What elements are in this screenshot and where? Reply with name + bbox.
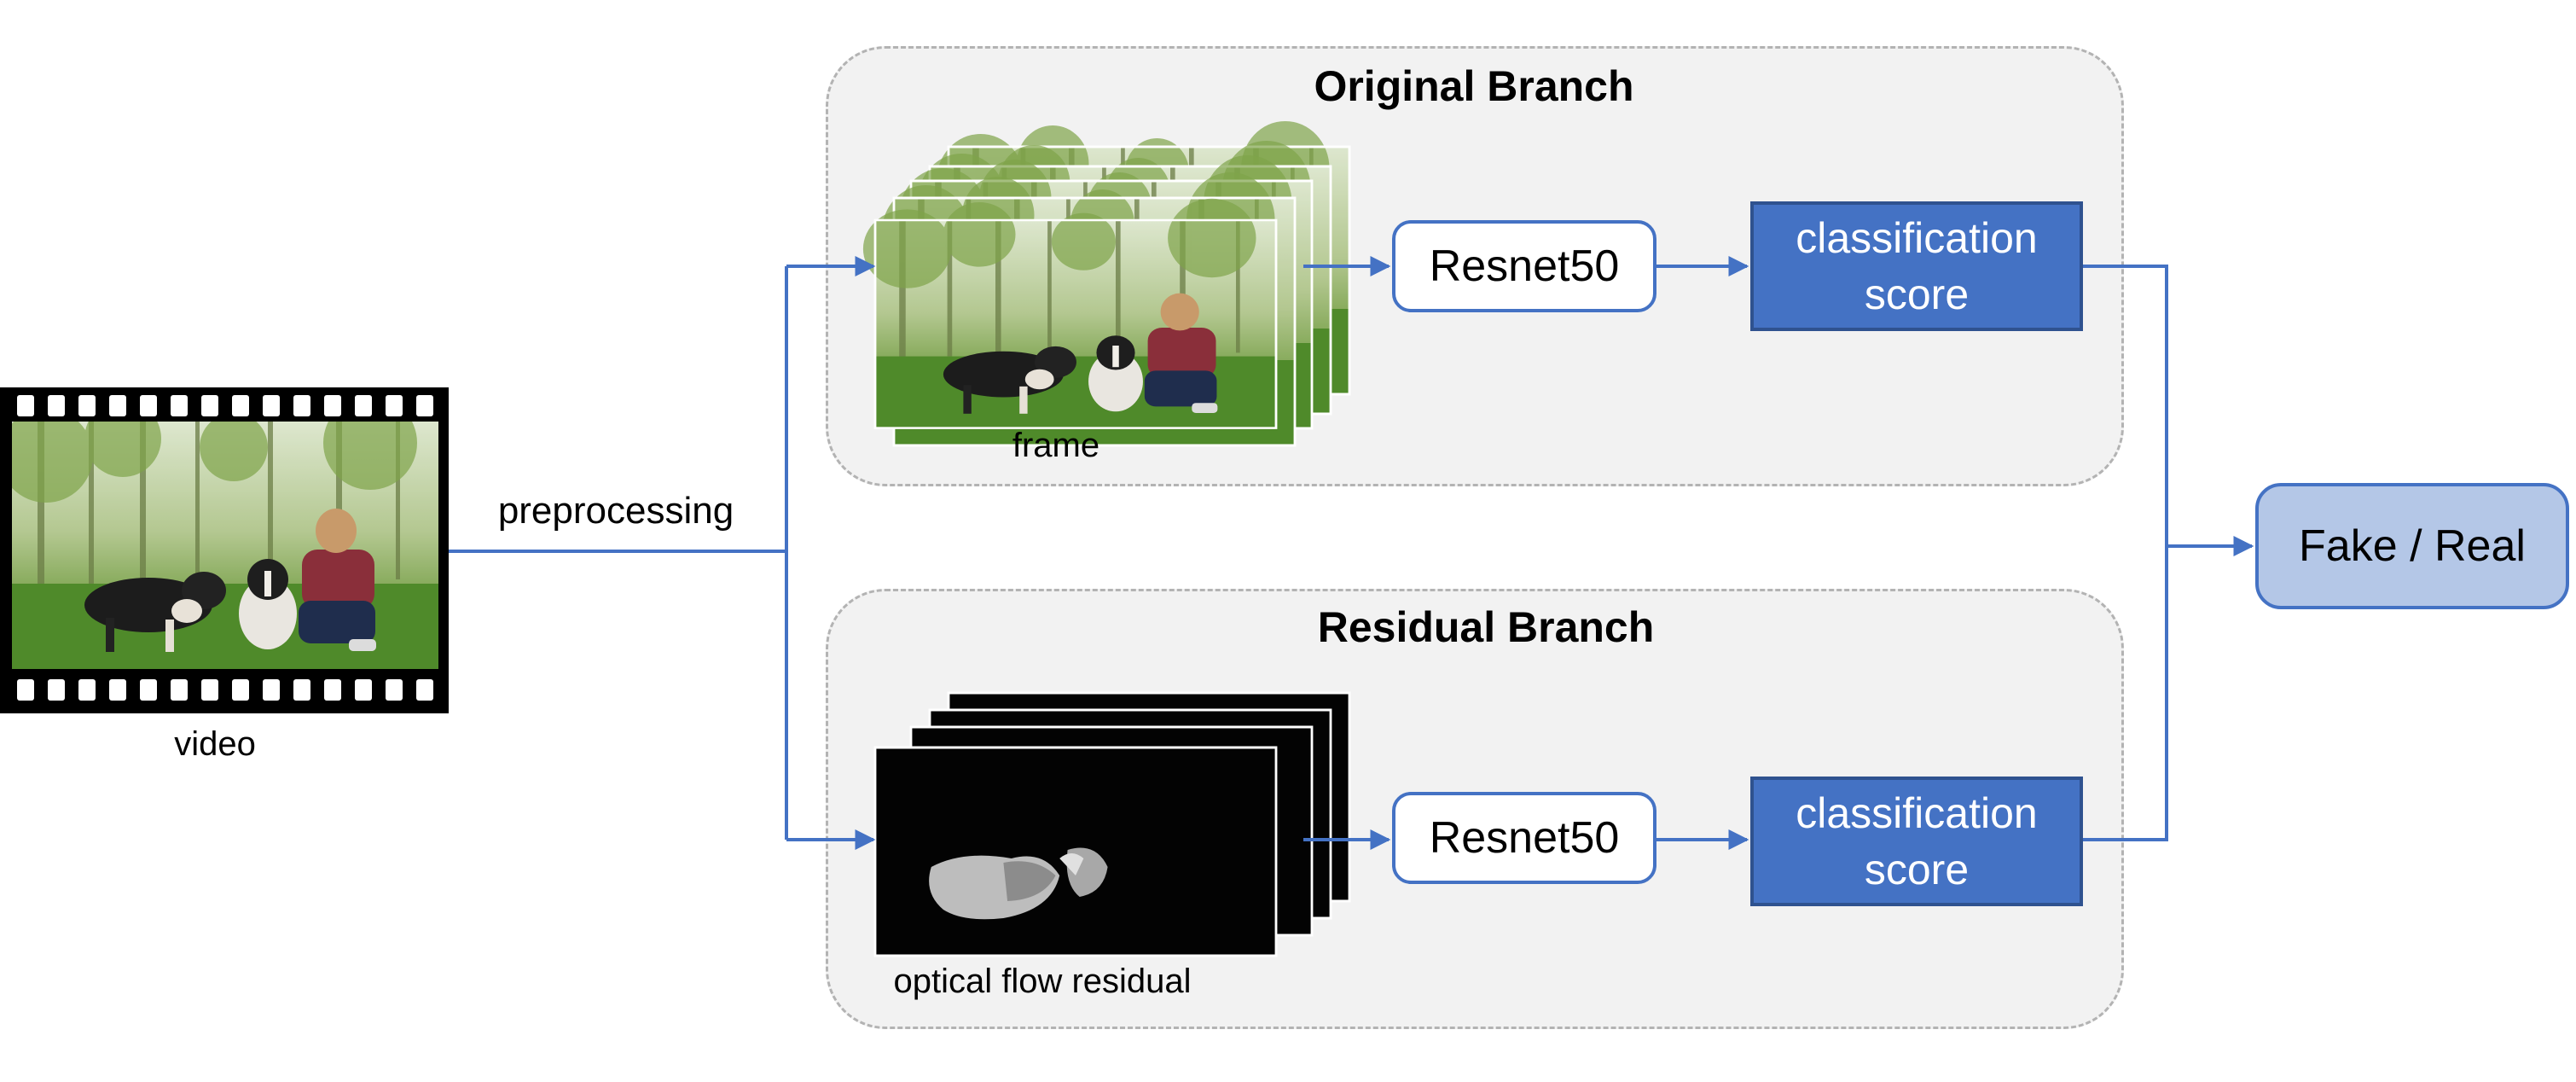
preprocessing-label: preprocessing: [497, 490, 734, 532]
result-label: Fake / Real: [2299, 521, 2526, 571]
resnet50-residual-label: Resnet50: [1429, 813, 1620, 863]
resnet50-original-label: Resnet50: [1429, 241, 1620, 291]
classification-score-residual-box: classification score: [1750, 777, 2083, 906]
optical-flow-stack: [873, 691, 1351, 957]
score-original-line2: score: [1864, 270, 1970, 318]
video-frame-image: [12, 422, 438, 669]
fake-real-result-box: Fake / Real: [2255, 483, 2569, 609]
connectors: [449, 256, 2254, 850]
score-residual-line2: score: [1864, 846, 1970, 893]
resnet50-original-box: Resnet50: [1392, 220, 1656, 312]
original-branch-title: Original Branch: [1314, 62, 1634, 110]
frame-stack: [862, 121, 1351, 447]
resnet50-residual-box: Resnet50: [1392, 792, 1656, 884]
classification-score-original-box: classification score: [1750, 201, 2083, 331]
score-original-line1: classification: [1796, 214, 2038, 262]
score-residual-line1: classification: [1796, 789, 2038, 837]
film-sprocket-holes: [17, 395, 433, 701]
frame-label: frame: [1012, 427, 1100, 464]
video-film-strip: [0, 387, 449, 713]
optical-flow-label: optical flow residual: [893, 963, 1192, 1000]
optical-flow-image: [875, 748, 1276, 956]
residual-branch-title: Residual Branch: [1317, 603, 1655, 651]
video-label: video: [174, 725, 256, 763]
frame-image: [862, 198, 1276, 428]
merge-line: [2083, 265, 2168, 841]
